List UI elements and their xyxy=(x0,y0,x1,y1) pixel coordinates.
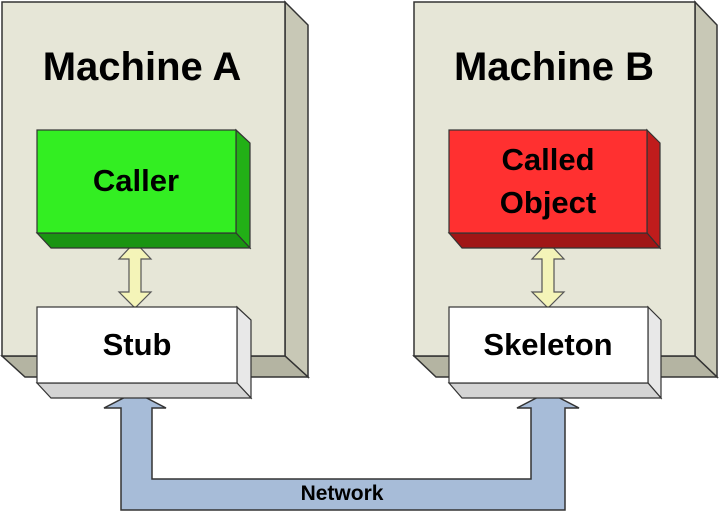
called-object-box-side xyxy=(646,128,661,250)
caller-box-face xyxy=(36,129,237,234)
stub-label: Stub xyxy=(103,327,172,362)
skeleton-box-bottom xyxy=(447,382,663,399)
stub-box-bottom xyxy=(35,382,253,399)
caller-box-bottom xyxy=(35,232,252,249)
called-object-label-line1: Called xyxy=(501,142,594,177)
called-object-label-line2: Object xyxy=(500,185,596,220)
stub-box-side xyxy=(236,305,252,400)
caller-box-side xyxy=(235,128,251,250)
machine-b-title: Machine B xyxy=(454,45,654,89)
called-object-box-face xyxy=(448,129,648,234)
skeleton-box-face xyxy=(448,306,649,384)
caller-box: Caller xyxy=(35,128,252,250)
caller-label: Caller xyxy=(93,163,179,198)
stub-box: Stub xyxy=(35,305,253,400)
machine-a-side xyxy=(284,0,309,379)
machine-b-side xyxy=(694,0,718,379)
network-arrow xyxy=(103,391,580,511)
network-label: Network xyxy=(301,482,384,505)
stub-box-face xyxy=(36,306,238,384)
machine-a-title: Machine A xyxy=(43,45,242,89)
called-object-box: Called Object xyxy=(447,128,662,250)
called-object-box-bottom xyxy=(447,232,662,249)
skeleton-box: Skeleton xyxy=(447,305,663,400)
skeleton-label: Skeleton xyxy=(483,327,612,362)
